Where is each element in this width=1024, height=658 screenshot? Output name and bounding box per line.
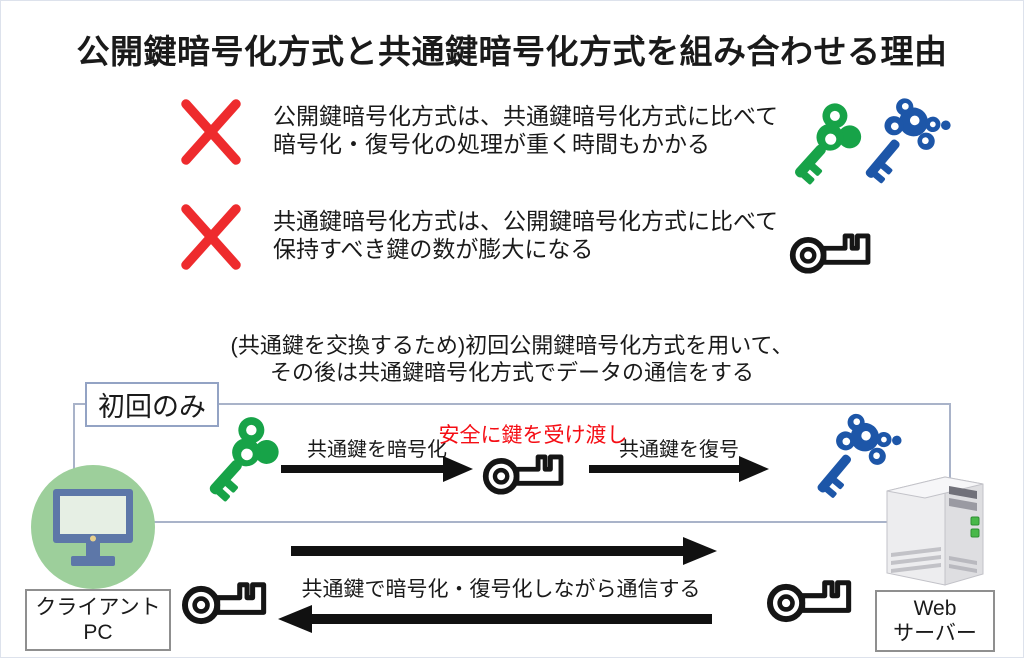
first-time-only-box: 初回のみ xyxy=(85,382,219,427)
problem-2-line2: 保持すべき鍵の数が膨大になる xyxy=(273,236,594,262)
arrow-right-icon xyxy=(281,456,473,482)
outline-key-icon xyxy=(480,441,568,501)
client-label-line2: PC xyxy=(83,621,113,644)
server-label-line2: サーバー xyxy=(893,622,977,645)
problem-1-text: 公開鍵暗号化方式は、共通鍵暗号化方式に比べて 暗号化・復号化の処理が重く時間もか… xyxy=(273,102,778,158)
web-server-icon xyxy=(886,476,984,586)
monitor-icon xyxy=(53,489,133,566)
problem-1-line2: 暗号化・復号化の処理が重く時間もかかる xyxy=(273,131,710,157)
client-label-box: クライアント PC xyxy=(25,589,171,651)
ongoing-communication-label: 共通鍵で暗号化・復号化しながら通信する xyxy=(301,578,701,601)
red-x-icon xyxy=(180,203,242,271)
first-exchange-frame xyxy=(73,403,951,523)
secure-handoff-label: 安全に鍵を受け渡し xyxy=(438,424,628,447)
outline-key-icon xyxy=(787,220,875,280)
decrypt-label: 共通鍵を復号 xyxy=(619,439,739,461)
client-pc-icon xyxy=(31,465,155,589)
server-label-box: Web サーバー xyxy=(875,590,995,652)
solution-line2: その後は共通鍵暗号化方式でデータの通信をする xyxy=(269,360,754,385)
outline-key-icon xyxy=(764,566,856,629)
page-title: 公開鍵暗号化方式と共通鍵暗号化方式を組み合わせる理由 xyxy=(76,33,948,70)
green-key-icon xyxy=(192,411,289,510)
arrow-right-icon xyxy=(589,456,769,482)
server-label-line1: Web xyxy=(913,597,957,620)
solution-line1: (共通鍵を交換するため)初回公開鍵暗号化方式を用いて、 xyxy=(230,333,794,358)
solution-text: (共通鍵を交換するため)初回公開鍵暗号化方式を用いて、 その後は共通鍵暗号化方式… xyxy=(1,332,1023,386)
arrow-left-icon xyxy=(278,605,712,633)
problem-2-text: 共通鍵暗号化方式は、公開鍵暗号化方式に比べて 保持すべき鍵の数が膨大になる xyxy=(273,207,778,263)
blue-ornate-key-icon xyxy=(848,88,953,197)
problem-2-line1: 共通鍵暗号化方式は、公開鍵暗号化方式に比べて xyxy=(273,208,779,234)
client-label-line1: クライアント xyxy=(35,596,161,619)
red-x-icon xyxy=(180,98,242,166)
outline-key-icon xyxy=(179,568,271,631)
arrow-right-icon xyxy=(291,537,717,565)
problem-1-line1: 公開鍵暗号化方式は、共通鍵暗号化方式に比べて xyxy=(273,103,779,129)
first-time-only-label: 初回のみ xyxy=(98,392,206,422)
encrypt-label: 共通鍵を暗号化 xyxy=(307,439,447,461)
